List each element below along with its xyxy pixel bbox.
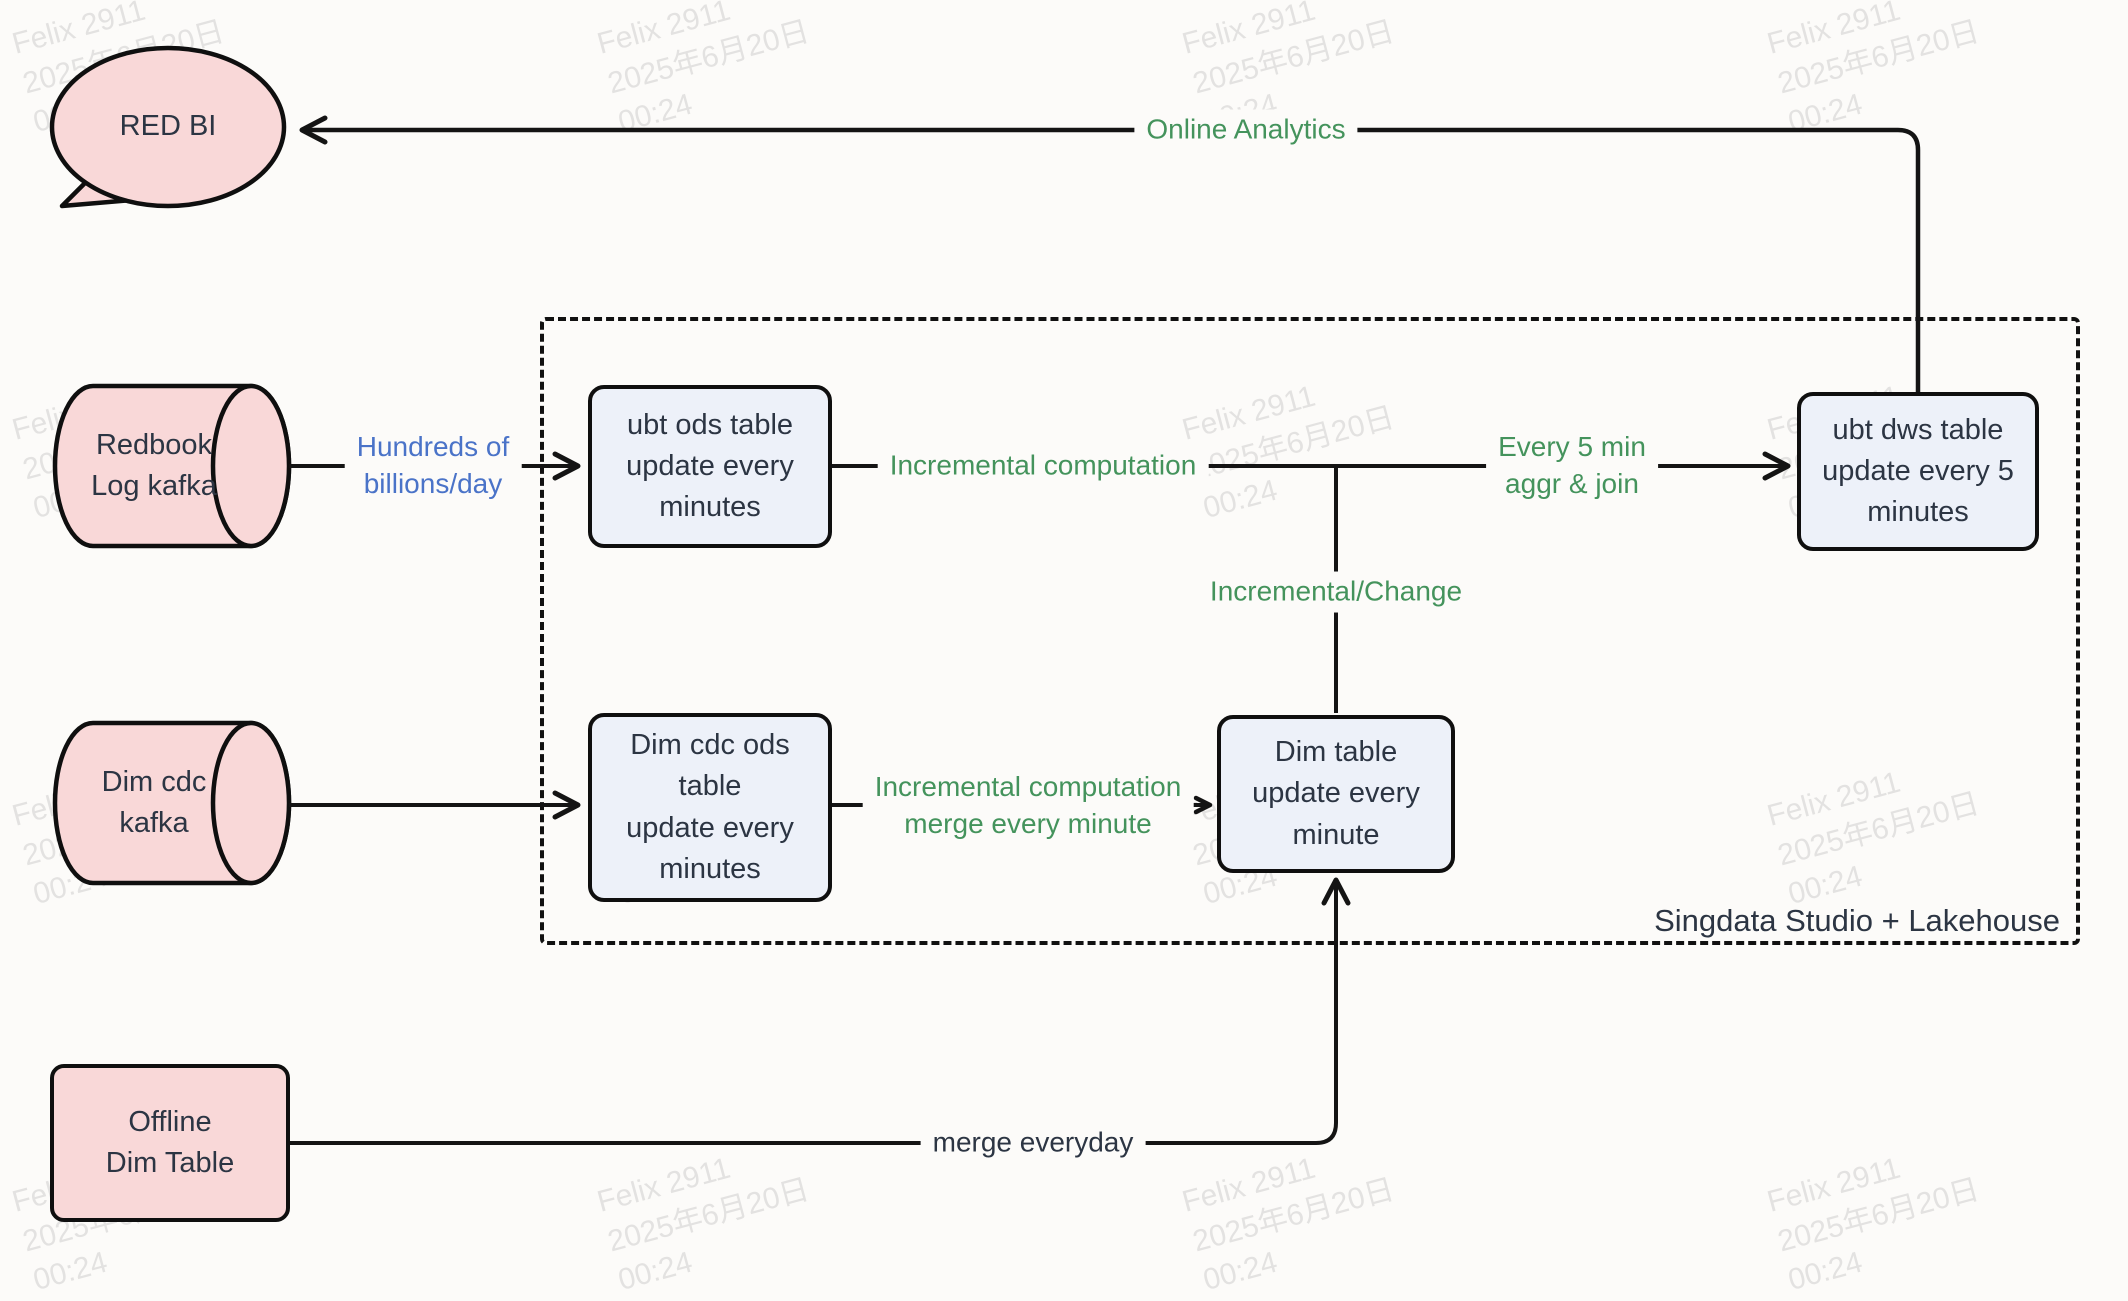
redbi-bubble-shape xyxy=(49,45,287,209)
edge-label-incremental-change: Incremental/Change xyxy=(1197,571,1475,613)
edge-label-online-analytics: Online Analytics xyxy=(1134,109,1358,151)
edge-dws-to-redbi xyxy=(299,115,1921,392)
edge-label-text: Incremental computation xyxy=(889,449,1197,481)
redbook-kafka-shape xyxy=(52,383,292,549)
edge-label-text: Incremental computation xyxy=(874,771,1182,803)
lakehouse-container: Singdata Studio + Lakehouse xyxy=(540,317,2080,945)
edge-layer xyxy=(49,45,1921,1145)
node-dim-cdc-ods-table: Dim cdc ods table update every minutes xyxy=(588,713,832,902)
edge-label-every-5-min: Every 5 min aggr & join xyxy=(1486,427,1658,505)
node-red-bi: RED BI xyxy=(58,100,278,154)
edge-label-incremental-merge: Incremental computation merge every minu… xyxy=(862,767,1194,845)
node-dim-cdc-kafka: Dim cdc kafka xyxy=(43,737,265,869)
node-ubt-dws-table: ubt dws table update every 5 minutes xyxy=(1797,392,2039,551)
edge-offline-to-dimtable xyxy=(290,877,1351,1145)
node-label-line: Dim cdc ods xyxy=(630,729,790,762)
node-label-line: Dim cdc xyxy=(101,765,207,798)
node-label-line: minute xyxy=(1292,818,1380,851)
node-label-line: update every xyxy=(626,449,794,482)
edge-label-text: Online Analytics xyxy=(1146,113,1346,145)
node-label: RED BI xyxy=(119,110,217,143)
node-label-line: Log kafka xyxy=(91,470,217,502)
edge-label-incremental-computation: Incremental computation xyxy=(877,445,1209,487)
lakehouse-label: Singdata Studio + Lakehouse xyxy=(1654,903,2060,938)
node-label-line: Dim table xyxy=(1274,736,1398,769)
dimcdc-kafka-shape xyxy=(52,720,292,886)
edge-label-hundreds-per-day: Hundreds of billions/day xyxy=(344,427,522,505)
edge-label-text: merge every minute xyxy=(904,808,1152,839)
edge-label-text: merge everyday xyxy=(932,1126,1134,1158)
node-label-line: kafka xyxy=(119,807,189,839)
edge-label-text: Incremental/Change xyxy=(1209,575,1463,607)
edge-label-text: aggr & join xyxy=(1505,468,1639,499)
node-label-line: minutes xyxy=(1867,496,1969,529)
edge-label-merge-everyday: merge everyday xyxy=(920,1122,1146,1164)
node-dim-table: Dim table update every minute xyxy=(1217,715,1455,873)
node-ubt-ods-table: ubt ods table update every minutes xyxy=(588,385,832,548)
node-label-line: ubt ods table xyxy=(626,408,794,441)
node-redbook-kafka: Redbook Log kafka xyxy=(43,400,265,532)
edge-label-text: billions/day xyxy=(363,468,503,499)
node-label-line: table xyxy=(678,770,742,803)
edge-label-text: Every 5 min xyxy=(1498,431,1646,463)
node-label-line: Offline xyxy=(128,1105,212,1138)
node-label-line: Dim Table xyxy=(105,1147,235,1179)
diagram-canvas: { "watermark": { "line1": "Felix 2911", … xyxy=(8,0,2080,1298)
node-label-line: minutes xyxy=(659,491,761,524)
node-label-line: update every xyxy=(626,811,794,844)
node-label-line: minutes xyxy=(659,852,761,885)
node-label-line: update every xyxy=(1252,777,1420,810)
node-label-line: ubt dws table xyxy=(1832,413,2004,446)
edge-label-text: Hundreds of xyxy=(356,431,510,463)
node-offline-dim-table: Offline Dim Table xyxy=(50,1064,290,1222)
node-label-line: update every 5 xyxy=(1822,454,2014,487)
node-label-line: Redbook xyxy=(95,428,213,461)
